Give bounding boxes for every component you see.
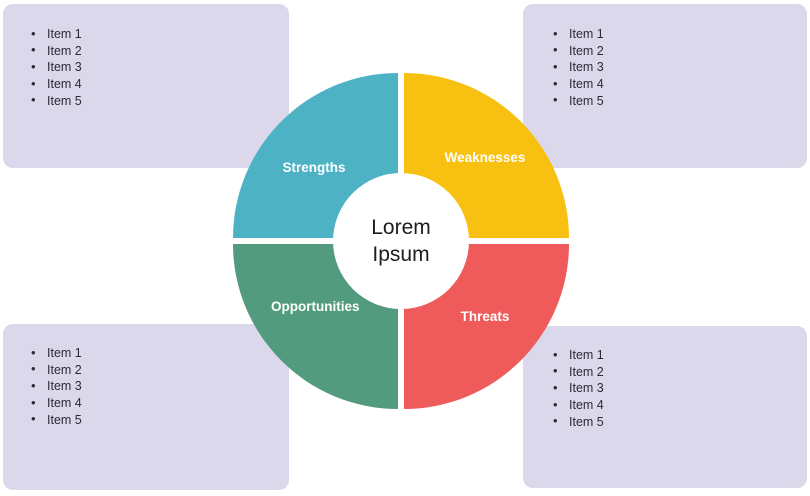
donut-center-line-2: Ipsum xyxy=(372,243,430,266)
list-item: Item 3 xyxy=(553,59,807,76)
panel-strengths-list: Item 1Item 2Item 3Item 4Item 5 xyxy=(3,4,289,110)
list-item: Item 3 xyxy=(31,378,289,395)
panel-opportunities[interactable]: Item 1Item 2Item 3Item 4Item 5 xyxy=(3,324,289,490)
list-item: Item 1 xyxy=(31,345,289,362)
list-item: Item 3 xyxy=(31,59,289,76)
list-item: Item 3 xyxy=(553,380,807,397)
list-item: Item 1 xyxy=(553,347,807,364)
panel-weaknesses[interactable]: Item 1Item 2Item 3Item 4Item 5 xyxy=(523,4,807,168)
list-item: Item 1 xyxy=(31,26,289,43)
panel-weaknesses-list: Item 1Item 2Item 3Item 4Item 5 xyxy=(523,4,807,110)
swot-donut: Strengths Weaknesses Opportunities Threa… xyxy=(233,73,569,409)
list-item: Item 5 xyxy=(31,411,289,429)
list-item: Item 2 xyxy=(553,363,807,381)
list-item: Item 2 xyxy=(553,42,807,60)
donut-label-strengths: Strengths xyxy=(282,160,346,175)
list-item: Item 4 xyxy=(31,76,289,93)
donut-label-threats: Threats xyxy=(460,309,510,324)
donut-center-hub[interactable]: Lorem Ipsum xyxy=(333,173,469,309)
list-item: Item 5 xyxy=(31,92,289,110)
donut-label-opportunities: Opportunities xyxy=(271,299,360,314)
list-item: Item 5 xyxy=(553,92,807,110)
panel-threats[interactable]: Item 1Item 2Item 3Item 4Item 5 xyxy=(523,326,807,488)
list-item: Item 2 xyxy=(31,42,289,60)
list-item: Item 4 xyxy=(553,397,807,414)
list-item: Item 1 xyxy=(553,26,807,43)
panel-opportunities-list: Item 1Item 2Item 3Item 4Item 5 xyxy=(3,324,289,429)
donut-center-line-1: Lorem xyxy=(371,216,431,239)
list-item: Item 4 xyxy=(553,76,807,93)
list-item: Item 5 xyxy=(553,413,807,431)
list-item: Item 4 xyxy=(31,395,289,412)
panel-strengths[interactable]: Item 1Item 2Item 3Item 4Item 5 xyxy=(3,4,289,168)
panel-threats-list: Item 1Item 2Item 3Item 4Item 5 xyxy=(523,326,807,431)
donut-center-label: Lorem Ipsum xyxy=(346,214,456,268)
donut-label-weaknesses: Weaknesses xyxy=(444,150,526,165)
list-item: Item 2 xyxy=(31,361,289,379)
